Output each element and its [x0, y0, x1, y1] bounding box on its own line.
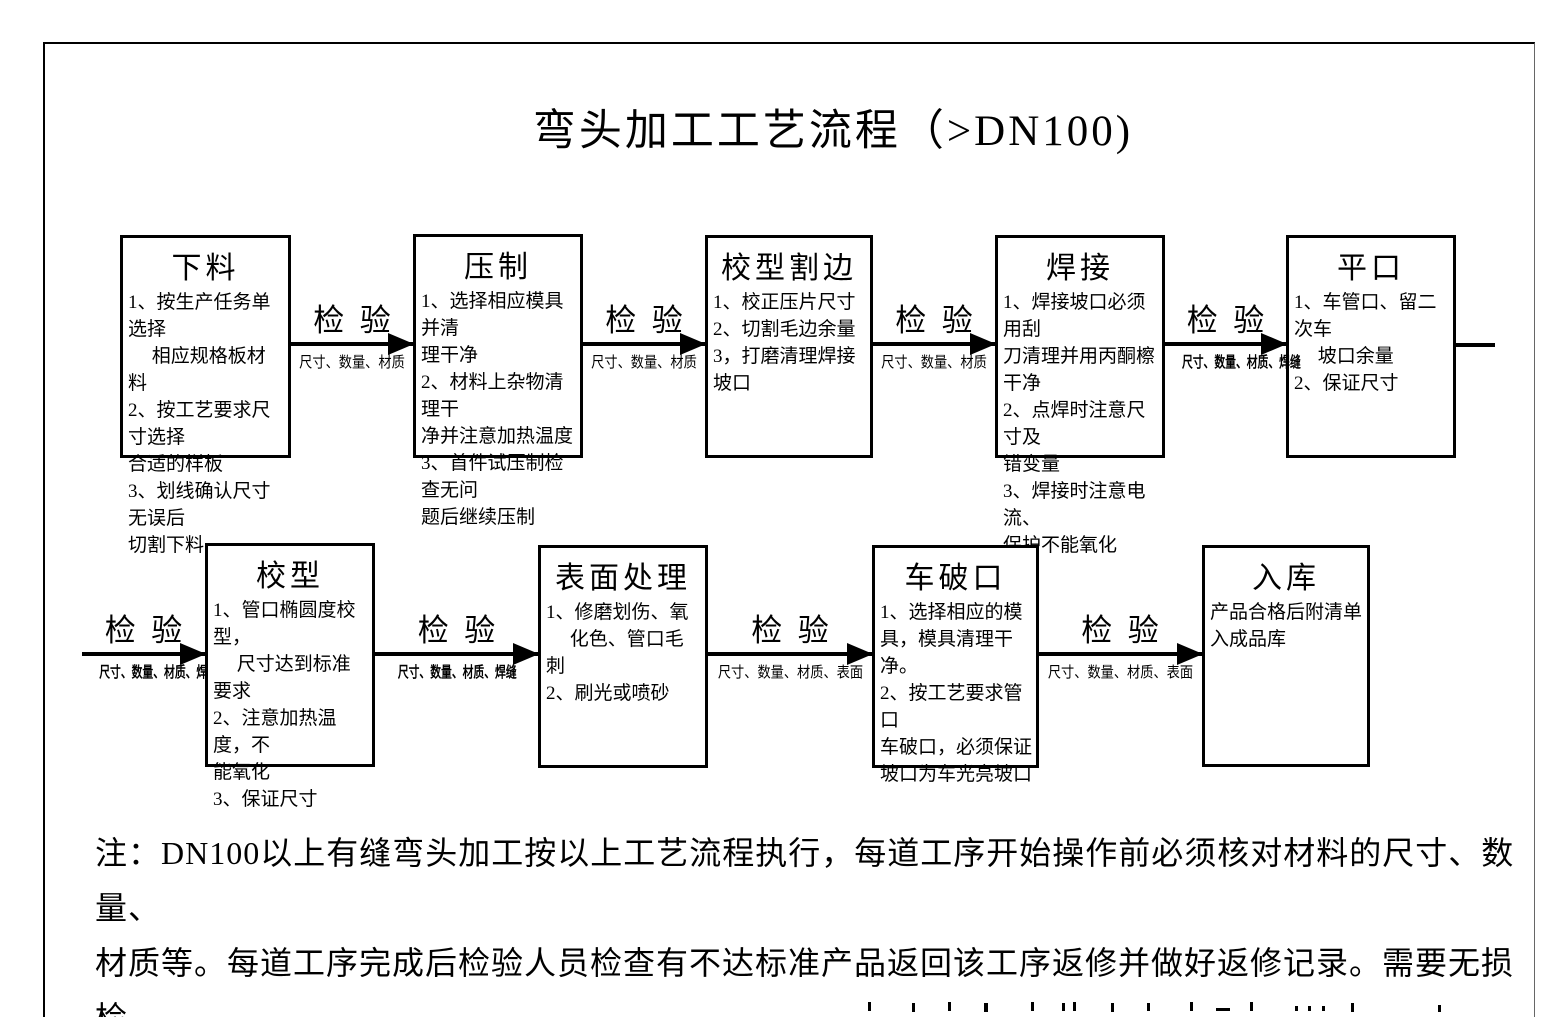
process-box-title: 压制: [464, 251, 532, 284]
arrowhead-icon: [388, 333, 414, 355]
inspection-criteria: 尺寸、数量、材质、焊缝: [397, 665, 517, 681]
inspection-label: 检验: [417, 613, 511, 648]
process-box-title: 下料: [171, 252, 240, 285]
inspection-criteria: 尺寸、数量、材质: [299, 355, 405, 371]
inspection-arrow-1: 检验 尺寸、数量、材质: [291, 300, 414, 372]
process-box-xialiao: 下料 1、按生产任务单选择 相应规格板材料 2、按工艺要求尺寸选择 合适的样板 …: [120, 235, 291, 556]
arrowhead-icon: [680, 333, 706, 355]
process-box-title: 车破口: [904, 562, 1007, 595]
process-box-jiaoxing: 校型 1、管口椭圆度校型， 尺寸达到标准要求 2、注意加热温度，不 能氧化 3、…: [205, 543, 375, 810]
inspection-arrow-6: 检验 尺寸、数量、材质、焊缝: [375, 610, 539, 682]
arrow-line: [291, 333, 414, 355]
arrowhead-icon: [513, 643, 539, 665]
process-box-biaomian-chuli: 表面处理 1、修磨划伤、氧 化色、管口毛刺 2、刷光或喷砂: [538, 545, 708, 768]
arrowhead-icon: [1177, 643, 1203, 665]
inspection-label: 检验: [605, 303, 699, 338]
connector-line-row1-exit: [1456, 343, 1495, 347]
process-box-body: 1、校正压片尺寸 2、切割毛边余量 3，打磨清理焊接坡口: [713, 292, 856, 394]
arrow-line: [873, 333, 996, 355]
arrowhead-icon: [180, 643, 206, 665]
process-box-title: 入库: [1252, 562, 1320, 595]
process-box-body: 1、选择相应模具并清 理干净 2、材料上杂物清理干 净并注意加热温度 3、首件试…: [421, 291, 574, 528]
process-box-yazhi: 压制 1、选择相应模具并清 理干净 2、材料上杂物清理干 净并注意加热温度 3、…: [413, 234, 583, 528]
page-title: 弯头加工工艺流程（>DN100): [532, 108, 1134, 155]
arrowhead-icon: [1261, 333, 1287, 355]
page-border: [43, 42, 1535, 1017]
inspection-arrow-3: 检验 尺寸、数量、材质: [873, 300, 996, 372]
inspection-label: 检验: [751, 613, 845, 648]
arrow-line: [583, 333, 706, 355]
inspection-criteria: 尺寸、数量、材质: [591, 355, 697, 371]
arrowhead-icon: [847, 643, 873, 665]
process-box-body: 产品合格后附清单 入成品库: [1210, 602, 1363, 650]
process-box-title: 校型: [256, 560, 324, 593]
inspection-label: 检验: [313, 303, 407, 338]
inspection-criteria: 尺寸、数量、材质、焊缝: [99, 665, 219, 681]
arrow-line: [82, 643, 206, 665]
inspection-label: 检验: [1186, 303, 1280, 338]
arrow-line: [375, 643, 539, 665]
inspection-arrow-2: 检验 尺寸、数量、材质: [583, 300, 706, 372]
inspection-criteria: 尺寸、数量、材质、表面: [1047, 665, 1194, 681]
inspection-arrow-5: 检验 尺寸、数量、材质、焊缝: [82, 610, 219, 682]
arrowhead-icon: [970, 333, 996, 355]
footnote-text: 注：DN100以上有缝弯头加工按以上工艺流程执行，每道工序开始操作前必须核对材料…: [95, 835, 1515, 1017]
process-box-body: 1、修磨划伤、氧 化色、管口毛刺 2、刷光或喷砂: [546, 602, 689, 704]
process-box-jiaoxing-gebian: 校型割边 1、校正压片尺寸 2、切割毛边余量 3，打磨清理焊接坡口: [705, 235, 873, 458]
arrow-line: [1165, 333, 1287, 355]
process-box-ruku: 入库 产品合格后附清单 入成品库: [1202, 545, 1370, 767]
inspection-criteria: 尺寸、数量、材质、表面: [717, 665, 864, 681]
process-box-chepokou: 车破口 1、选择相应的模 具，模具清理干净。 2、按工艺要求管口 车破口，必须保…: [872, 545, 1039, 785]
inspection-arrow-7: 检验 尺寸、数量、材质、表面: [708, 610, 873, 682]
process-box-body: 1、车管口、留二次车 坡口余量 2、保证尺寸: [1294, 292, 1437, 394]
process-box-pingkou: 平口 1、车管口、留二次车 坡口余量 2、保证尺寸: [1286, 235, 1456, 458]
arrow-line: [1038, 643, 1203, 665]
process-box-title: 平口: [1337, 252, 1405, 285]
inspection-label: 检验: [895, 303, 989, 338]
inspection-arrow-4: 检验 尺寸、数量、材质、焊缝: [1165, 300, 1301, 372]
inspection-label: 检验: [104, 613, 198, 648]
inspection-criteria: 尺寸、数量、材质: [881, 355, 987, 371]
process-box-body: 1、按生产任务单选择 相应规格板材料 2、按工艺要求尺寸选择 合适的样板 3、划…: [128, 292, 271, 556]
inspection-label: 检验: [1081, 613, 1175, 648]
process-box-title: 焊接: [1046, 252, 1114, 285]
process-box-body: 1、管口椭圆度校型， 尺寸达到标准要求 2、注意加热温度，不 能氧化 3、保证尺…: [213, 600, 356, 810]
process-box-hanjie: 焊接 1、焊接坡口必须用刮 刀清理并用丙酮檫干净 2、点焊时注意尺寸及 错变量 …: [995, 235, 1165, 556]
process-box-title: 表面处理: [555, 562, 691, 595]
arrow-line: [708, 643, 873, 665]
inspection-criteria: 尺寸、数量、材质、焊缝: [1181, 355, 1301, 371]
process-box-body: 1、选择相应的模 具，模具清理干净。 2、按工艺要求管口 车破口，必须保证 坡口…: [880, 602, 1033, 785]
inspection-arrow-8: 检验 尺寸、数量、材质、表面: [1038, 610, 1203, 682]
process-box-body: 1、焊接坡口必须用刮 刀清理并用丙酮檫干净 2、点焊时注意尺寸及 错变量 3、焊…: [1003, 292, 1156, 556]
process-box-title: 校型割边: [721, 252, 857, 285]
